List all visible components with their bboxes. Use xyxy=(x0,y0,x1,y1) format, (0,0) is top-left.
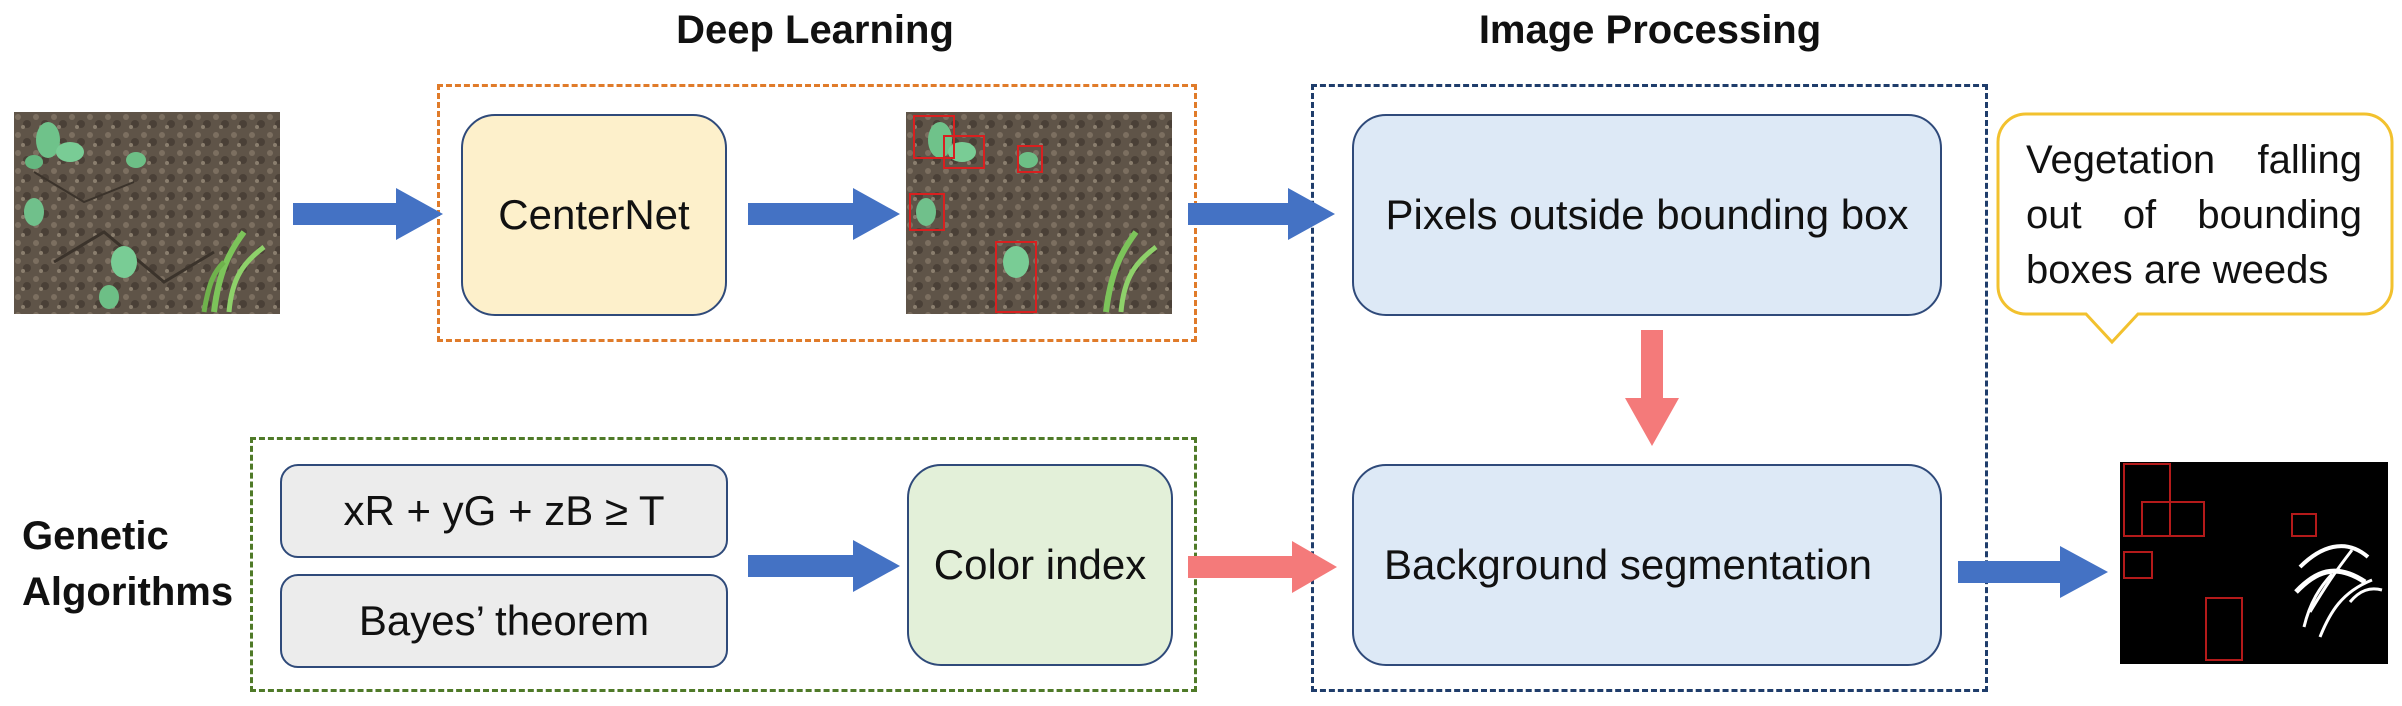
color-index-node: Color index xyxy=(907,464,1173,666)
pixels-outside-bbox-node: Pixels outside bounding box xyxy=(1352,114,1942,316)
genetic-algorithms-line1: Genetic xyxy=(22,514,169,558)
image-processing-heading: Image Processing xyxy=(1478,8,1822,52)
callout-line-2: out of bounding xyxy=(2026,188,2362,243)
image-processing-group xyxy=(1311,84,1988,692)
bbox-mark xyxy=(909,193,945,231)
callout-word: out xyxy=(2026,193,2082,237)
arrow-input-to-centernet xyxy=(293,188,443,240)
bbox-mark xyxy=(943,135,985,169)
callout-word: bounding xyxy=(2197,193,2362,237)
callout-text: Vegetation falling out of bounding boxes… xyxy=(2026,133,2362,298)
detection-output-image xyxy=(906,112,1172,314)
callout-word: boxes are weeds xyxy=(2026,248,2329,292)
segmentation-output-image-graphic xyxy=(2120,462,2388,664)
callout-line-1: Vegetation falling xyxy=(2026,133,2362,188)
background-segmentation-node: Background segmentation xyxy=(1352,464,1942,666)
bbox-mark xyxy=(2141,501,2205,537)
genetic-algorithms-line2: Algorithms xyxy=(22,570,234,614)
weed-silhouette xyxy=(2294,544,2383,638)
bbox-mark xyxy=(1017,145,1043,173)
bbox-mark xyxy=(995,241,1037,313)
formula-node: xR + yG + zB ≥ T xyxy=(280,464,728,558)
callout-word: falling xyxy=(2257,138,2362,182)
callout-word: of xyxy=(2122,193,2157,237)
deep-learning-heading: Deep Learning xyxy=(676,8,954,52)
detection-output-image-graphic xyxy=(906,112,1172,314)
callout-word: Vegetation xyxy=(2026,138,2216,182)
centernet-node: CenterNet xyxy=(461,114,727,316)
bbox-mark xyxy=(2123,551,2153,579)
genetic-algorithms-heading: Genetic Algorithms xyxy=(22,508,262,620)
bbox-mark xyxy=(2291,513,2317,537)
callout-bubble xyxy=(1996,112,2394,345)
input-field-image xyxy=(14,112,280,314)
callout-line-3: boxes are weeds xyxy=(2026,243,2362,298)
segmentation-output-image xyxy=(2120,462,2388,664)
bbox-mark xyxy=(2205,597,2243,661)
bayes-theorem-node: Bayes’ theorem xyxy=(280,574,728,668)
input-field-image-graphic xyxy=(14,112,280,314)
